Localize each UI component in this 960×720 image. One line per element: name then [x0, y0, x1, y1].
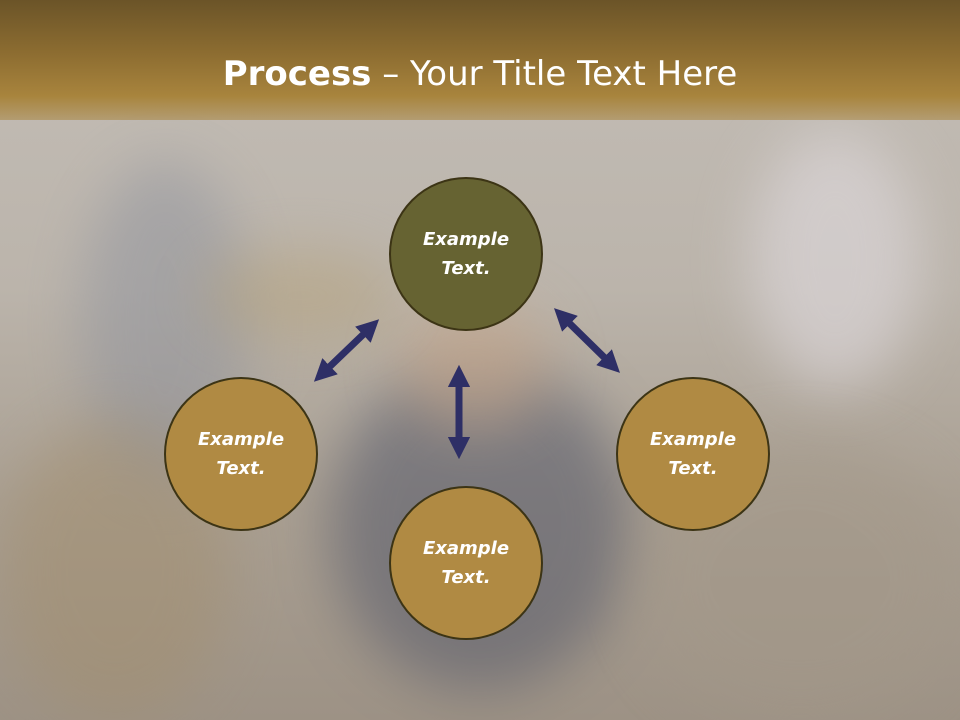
- node-bottom-label: Example Text.: [422, 538, 510, 588]
- title-bold: Process: [222, 54, 372, 94]
- arrow-top-left: [313, 319, 380, 382]
- node-bottom[interactable]: Example Text.: [389, 486, 543, 640]
- node-left-label: Example Text.: [197, 429, 285, 479]
- node-left[interactable]: Example Text.: [164, 377, 318, 531]
- slide-title[interactable]: Process – Your Title Text Here: [0, 52, 960, 96]
- node-top[interactable]: Example Text.: [389, 177, 543, 331]
- node-right-label: Example Text.: [649, 429, 737, 479]
- title-bar: [0, 0, 960, 120]
- node-right[interactable]: Example Text.: [616, 377, 770, 531]
- node-top-label: Example Text.: [422, 229, 510, 279]
- arrow-top-right: [554, 308, 620, 373]
- title-rest: – Your Title Text Here: [371, 54, 738, 94]
